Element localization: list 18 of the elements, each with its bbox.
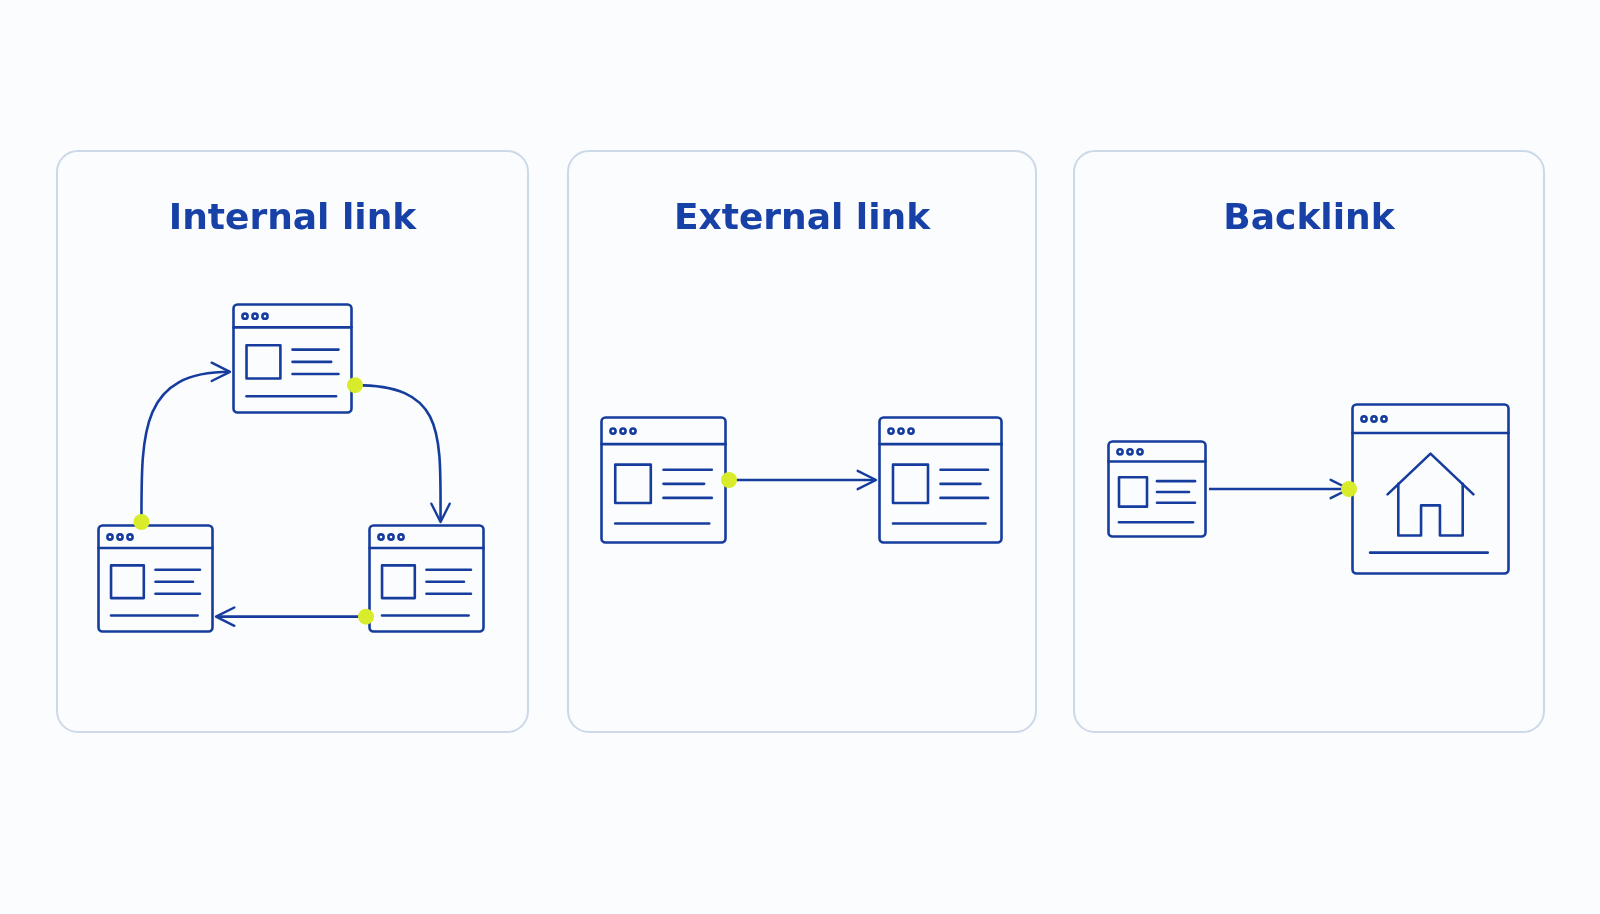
browser-window-icon (600, 416, 727, 544)
arrow (133, 362, 232, 530)
arrow (214, 606, 374, 627)
arrow (347, 377, 451, 524)
panel-card (56, 150, 529, 733)
panel-card (1073, 150, 1545, 733)
browser-window-icon (1107, 440, 1207, 538)
browser-window-icon (368, 524, 485, 633)
panel-title: External link (673, 196, 931, 237)
browser-window-icon (1351, 403, 1510, 575)
panel-title: Internal link (168, 196, 417, 237)
browser-window-icon (878, 416, 1003, 544)
arrow (1209, 478, 1357, 500)
arrow (721, 469, 878, 491)
panel-title: Backlink (1223, 196, 1395, 237)
browser-window-icon (97, 524, 214, 633)
browser-window-icon (232, 303, 353, 414)
panel-card (567, 150, 1037, 733)
